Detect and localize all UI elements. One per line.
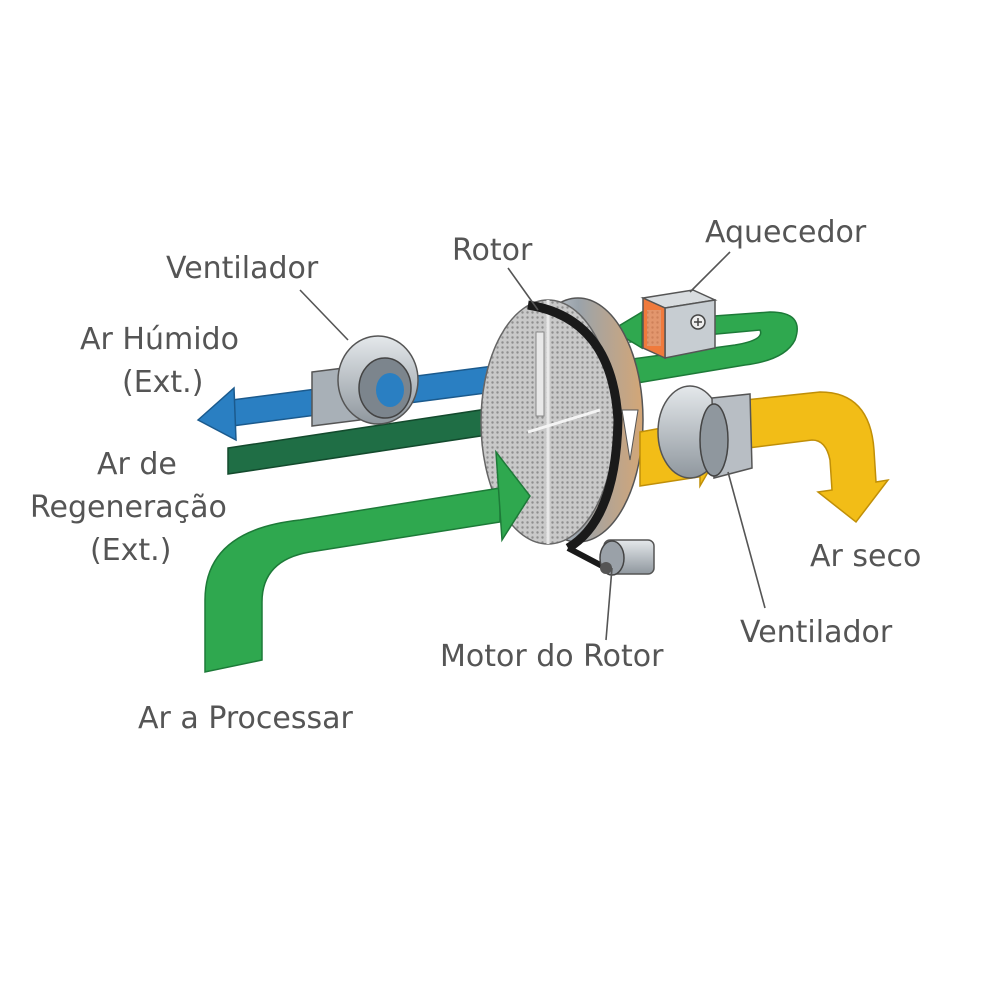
rotor-motor <box>566 539 655 576</box>
leader-aquecedor <box>689 251 731 293</box>
label-ar-regeneracao-line3: (Ext.) <box>90 533 171 568</box>
fan-left <box>311 335 419 427</box>
leader-ventilador-left <box>299 289 349 341</box>
label-ar-seco: Ar seco <box>810 539 921 574</box>
label-motor-do-rotor: Motor do Rotor <box>440 639 664 674</box>
label-ar-regeneracao-line2: Regeneração <box>30 490 227 525</box>
process-air-arrow <box>204 449 531 673</box>
label-ar-regeneracao-line1: Ar de <box>97 447 177 482</box>
label-ventilador-right: Ventilador <box>740 615 893 650</box>
humid-air-arrowhead <box>196 386 237 442</box>
leader-rotor <box>507 267 539 311</box>
fan-right <box>657 385 753 479</box>
process-air-arrowhead <box>495 449 531 543</box>
label-rotor: Rotor <box>452 233 533 268</box>
label-ar-humido-line1: Ar Húmido <box>80 322 239 357</box>
label-aquecedor: Aquecedor <box>705 215 867 250</box>
label-ar-a-processar: Ar a Processar <box>138 701 354 736</box>
leader-ventilador-right <box>727 471 766 609</box>
rotation-direction-arrow <box>621 409 639 461</box>
label-ar-humido-line2: (Ext.) <box>122 365 203 400</box>
leader-motor <box>605 567 613 641</box>
heater <box>640 289 718 360</box>
label-ventilador-left: Ventilador <box>166 251 319 286</box>
rotor-belt <box>527 300 623 552</box>
